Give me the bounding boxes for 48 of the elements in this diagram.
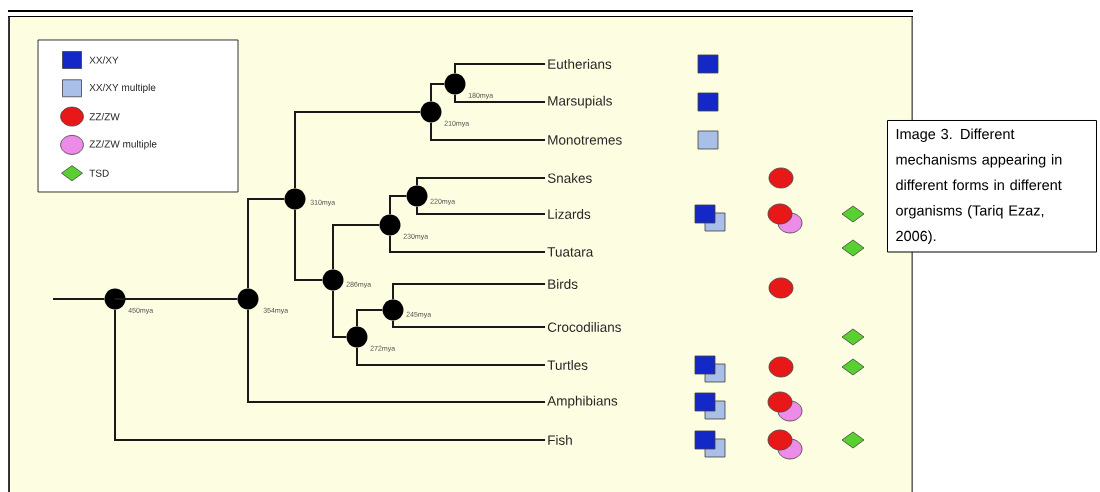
branch-node [237,288,259,310]
branch-line [454,63,546,75]
legend-label: ZZ/ZW multiple [89,140,157,150]
caption-box: Image 3. Different mechanisms appearing in different forms in different organisms (Tariq Ezaz, 2006). [887,120,1097,253]
branch-line [430,83,446,103]
branch-node [406,185,428,207]
taxon-label: Lizards [548,209,591,219]
branch-node [104,288,126,310]
branch-node [346,326,368,348]
taxon-label: Snakes [547,173,592,183]
branch-line [392,319,546,328]
legend-label: XX/XY [89,56,119,64]
branch-node [382,299,404,321]
legend-label: ZZ/ZW [89,112,120,121]
legend-label: TSD [89,169,109,177]
branch-line [389,234,546,253]
branch-line [247,198,286,290]
branch-line [114,308,546,441]
branch-line [356,309,384,328]
branch-line [294,111,422,190]
branch-line [247,308,546,403]
branch-line [356,346,546,366]
branch-line [294,208,324,281]
branch-node [379,214,401,236]
taxon-label: Turtles [547,360,588,370]
taxon-label: Crocodilians [547,322,621,332]
branch-line [454,93,546,103]
branch-line [332,224,381,271]
legend-label: XX/XY multiple [89,83,156,93]
taxon-label: Marsupials [548,95,612,109]
taxon-label: Tuatara [547,247,594,257]
taxon-label: Birds [548,279,578,289]
branch-line [416,177,546,187]
branch-line [114,298,239,300]
branch-node [284,188,306,210]
taxon-label: Eutherians [548,59,612,69]
branch-node [420,101,442,123]
taxon-label: Amphibians [547,395,618,409]
branch-line [392,283,546,301]
branch-line [52,298,106,300]
branch-node [444,73,466,95]
taxon-label: Fish [548,435,572,445]
branch-node [322,269,344,291]
branch-line [416,205,546,215]
taxon-label: Monotremes [548,135,622,145]
branch-line [430,121,546,141]
branch-line [332,289,348,338]
branch-line [389,195,408,216]
